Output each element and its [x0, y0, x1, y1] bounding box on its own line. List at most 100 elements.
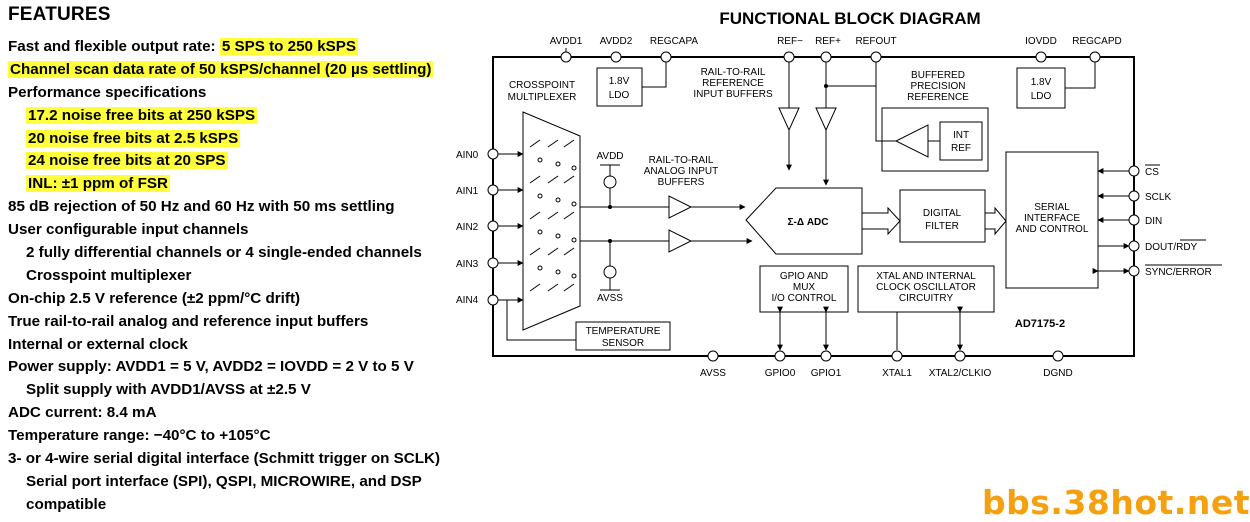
feature-line: Split supply with AVDD1/AVSS at ±2.5 V [8, 379, 478, 402]
watermark: bbs.38hot.net [982, 483, 1250, 522]
svg-text:FILTER: FILTER [925, 221, 959, 232]
bottom-pins: AVSS GPIO0 GPIO1 XTAL1 XTAL2/CLKIO DGND [700, 350, 1073, 379]
svg-text:1.8V: 1.8V [609, 76, 630, 87]
feature-text: ADC current: 8.4 mA [8, 404, 157, 422]
pin-ain0: AIN0 [456, 150, 479, 161]
svg-text:Σ-Δ ADC: Σ-Δ ADC [788, 217, 829, 228]
avdd-avss-sources: AVDD AVSS [596, 151, 623, 304]
svg-text:CLOCK OSCILLATOR: CLOCK OSCILLATOR [876, 282, 976, 293]
feature-text: compatible [26, 495, 107, 513]
feature-text: Fast and flexible output rate: [8, 38, 220, 55]
feature-line: Performance specifications [8, 82, 478, 105]
svg-text:CIRCUITRY: CIRCUITRY [899, 293, 954, 304]
pin-sclk: SCLK [1145, 192, 1171, 203]
feature-text: Split supply with AVDD1/AVSS at ±2.5 V [26, 381, 311, 399]
svg-text:SERIAL: SERIAL [1034, 202, 1070, 213]
pin-ref-plus: REF+ [815, 36, 841, 47]
pin-avdd1: AVDD1 [550, 36, 583, 47]
feature-line: User configurable input channels [8, 219, 478, 242]
serial-interface: SERIAL INTERFACE AND CONTROL [1005, 151, 1099, 289]
svg-text:XTAL AND INTERNAL: XTAL AND INTERNAL [876, 271, 976, 282]
analog-input-buffers: RAIL-TO-RAIL ANALOG INPUT BUFFERS [580, 155, 753, 253]
feature-line: Crosspoint multiplexer [8, 265, 478, 288]
pin-cs: CS [1145, 167, 1159, 178]
svg-text:RAIL-TO-RAIL: RAIL-TO-RAIL [701, 67, 766, 78]
svg-text:MUX: MUX [793, 282, 816, 293]
feature-line: Temperature range: −40°C to +105°C [8, 425, 478, 448]
feature-line: 17.2 noise free bits at 250 kSPS [8, 105, 478, 128]
feature-line: 3- or 4-wire serial digital interface (S… [8, 448, 478, 471]
svg-text:INT: INT [953, 130, 969, 141]
pin-gpio0: GPIO0 [765, 368, 796, 379]
feature-line: Power supply: AVDD1 = 5 V, AVDD2 = IOVDD… [8, 356, 478, 379]
feature-highlight: 24 noise free bits at 20 SPS [26, 152, 228, 170]
feature-line: ADC current: 8.4 mA [8, 402, 478, 425]
feature-text: 2 fully differential channels or 4 singl… [26, 244, 422, 262]
feature-line: Serial port interface (SPI), QSPI, MICRO… [8, 471, 478, 494]
feature-highlight: 17.2 noise free bits at 250 kSPS [26, 106, 258, 124]
pin-dgnd: DGND [1043, 368, 1072, 379]
pin-sync-error: SYNC/ERROR [1145, 267, 1212, 278]
svg-text:REFERENCE: REFERENCE [907, 92, 969, 103]
ldo-analog: 1.8V LDO [596, 62, 667, 107]
functional-block-diagram: FUNCTIONAL BLOCK DIAGRAM AD7175-2 AVDD1 … [456, 9, 1222, 379]
svg-text:TEMPERATURE: TEMPERATURE [586, 326, 661, 337]
feature-text: Crosspoint multiplexer [26, 266, 192, 284]
ldo-digital: 1.8V LDO [1016, 62, 1096, 109]
feature-line: compatible [8, 494, 478, 517]
feature-text: Power supply: AVDD1 = 5 V, AVDD2 = IOVDD… [8, 358, 414, 376]
svg-text:MULTIPLEXER: MULTIPLEXER [508, 92, 577, 103]
part-number: AD7175-2 [1015, 318, 1065, 330]
pin-ref-minus: REF− [777, 36, 803, 47]
feature-line: Fast and flexible output rate: 5 SPS to … [8, 36, 478, 59]
reference-buffers: RAIL-TO-RAIL REFERENCE INPUT BUFFERS [693, 62, 876, 186]
svg-text:INPUT BUFFERS: INPUT BUFFERS [693, 89, 773, 100]
svg-text:AVDD: AVDD [596, 151, 623, 162]
feature-highlight: Channel scan data rate of 50 kSPS/channe… [8, 60, 434, 78]
pin-ain1: AIN1 [456, 186, 479, 197]
feature-text: On-chip 2.5 V reference (±2 ppm/°C drift… [8, 289, 301, 307]
top-pins: AVDD1 AVDD2 REGCAPA REF− REF+ REFOUT IOV… [550, 36, 1122, 63]
temperature-sensor: TEMPERATURE SENSOR [506, 300, 671, 351]
pin-avss: AVSS [700, 368, 726, 379]
svg-text:BUFFERED: BUFFERED [911, 70, 965, 81]
feature-line: 85 dB rejection of 50 Hz and 60 Hz with … [8, 196, 478, 219]
feature-line: INL: ±1 ppm of FSR [8, 173, 478, 196]
svg-text:REF: REF [951, 143, 971, 154]
clock-block: XTAL AND INTERNAL CLOCK OSCILLATOR CIRCU… [857, 265, 995, 351]
buffered-reference: BUFFERED PRECISION REFERENCE INT REF [875, 62, 989, 172]
feature-line: 20 noise free bits at 2.5 kSPS [8, 128, 478, 151]
feature-text: 85 dB rejection of 50 Hz and 60 Hz with … [8, 198, 395, 216]
features-section: FEATURES Fast and flexible output rate: … [8, 4, 478, 517]
pin-ain4: AIN4 [456, 295, 479, 306]
feature-text: Internal or external clock [8, 335, 188, 353]
right-pins: CS SCLK DIN DOUT/RDY SYNC/ERROR [1092, 164, 1222, 278]
svg-text:INTERFACE: INTERFACE [1024, 213, 1080, 224]
feature-line: True rail-to-rail analog and reference i… [8, 311, 478, 334]
svg-text:LDO: LDO [1031, 91, 1052, 102]
feature-text: Performance specifications [8, 83, 207, 101]
svg-text:AND CONTROL: AND CONTROL [1016, 224, 1089, 235]
svg-text:RAIL-TO-RAIL: RAIL-TO-RAIL [649, 155, 714, 166]
feature-text: Temperature range: −40°C to +105°C [8, 427, 271, 445]
pin-avdd2: AVDD2 [600, 36, 633, 47]
svg-text:CROSSPOINT: CROSSPOINT [509, 80, 575, 91]
feature-highlight: 5 SPS to 250 kSPS [219, 38, 359, 55]
feature-text: 3- or 4-wire serial digital interface (S… [8, 450, 441, 468]
svg-text:ANALOG INPUT: ANALOG INPUT [644, 166, 718, 177]
pin-ain3: AIN3 [456, 259, 479, 270]
feature-line: Internal or external clock [8, 334, 478, 357]
pin-regcapd: REGCAPD [1072, 36, 1121, 47]
feature-text: True rail-to-rail analog and reference i… [8, 312, 369, 330]
pin-refout: REFOUT [855, 36, 896, 47]
digital-filter: DIGITAL FILTER [861, 189, 1007, 243]
feature-text: Serial port interface (SPI), QSPI, MICRO… [26, 472, 422, 490]
pin-ain2: AIN2 [456, 222, 479, 233]
features-title: FEATURES [8, 4, 111, 25]
svg-text:PRECISION: PRECISION [910, 81, 965, 92]
feature-line: On-chip 2.5 V reference (±2 ppm/°C drift… [8, 288, 478, 311]
chip-outline [492, 56, 1135, 357]
diagram-title: FUNCTIONAL BLOCK DIAGRAM [719, 9, 980, 28]
pin-xtal2-clkio: XTAL2/CLKIO [929, 368, 992, 379]
feature-line: 24 noise free bits at 20 SPS [8, 150, 478, 173]
